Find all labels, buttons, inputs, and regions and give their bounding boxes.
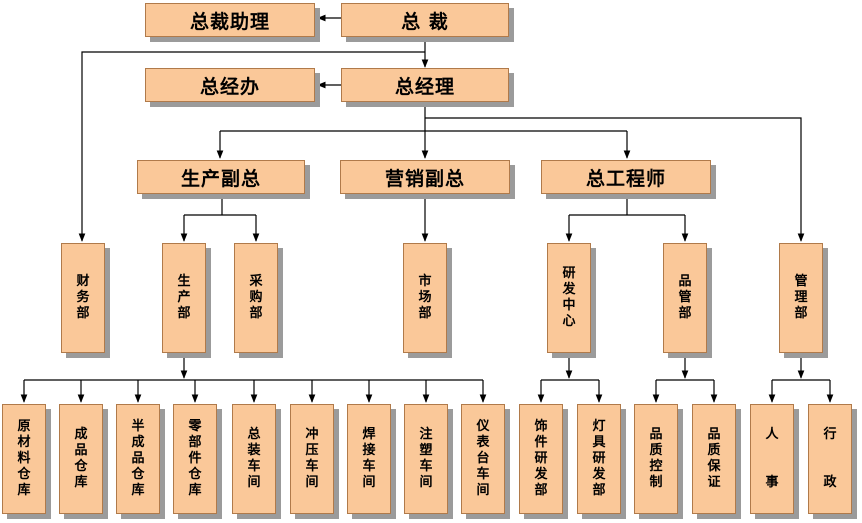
node-finance: 财务部 [61,243,105,353]
node-admin-mgmt: 管理部 [779,243,823,353]
node-label: 采购部 [249,274,263,321]
node-stamping-ws: 冲压车间 [290,404,334,514]
node-sales-vp: 营销副总 [340,160,510,194]
node-label: 人 事 [765,427,779,490]
node-gm: 总经理 [341,68,509,102]
node-dashboard-ws: 仪表台车间 [461,404,505,514]
node-administration: 行 政 [808,404,852,514]
node-lamp-rd: 灯具研发部 [577,404,621,514]
node-molding-ws: 注塑车间 [404,404,448,514]
node-gm-office: 总经办 [145,68,315,102]
node-label: 成品仓库 [74,427,88,490]
node-purchasing: 采购部 [234,243,278,353]
node-chief-engineer: 总工程师 [541,160,711,194]
node-parts-wh: 零部件仓库 [173,404,217,514]
node-quality: 品管部 [663,243,707,353]
node-assembly-ws: 总装车间 [232,404,276,514]
node-label: 焊接车间 [362,427,376,490]
node-label: 灯具研发部 [592,419,606,498]
node-label: 行 政 [823,427,837,490]
node-quality-control: 品质控制 [634,404,678,514]
node-label: 饰件研发部 [534,419,548,498]
node-label: 研发中心 [562,266,576,329]
node-label: 半成品仓库 [131,419,145,498]
node-label: 财务部 [76,274,90,321]
connector [425,117,805,242]
node-label: 品质保证 [707,427,721,490]
node-quality-assurance: 品质保证 [692,404,736,514]
node-production: 生产部 [162,243,206,353]
node-market: 市场部 [403,243,447,353]
node-ceo-assistant: 总裁助理 [145,3,315,37]
node-welding-ws: 焊接车间 [347,404,391,514]
node-label: 总装车间 [247,427,261,490]
node-label: 品管部 [678,274,692,321]
node-hr: 人 事 [750,404,794,514]
node-label: 冲压车间 [305,427,319,490]
node-label: 市场部 [418,274,432,321]
node-semi-finished-wh: 半成品仓库 [116,404,160,514]
node-label: 生产部 [177,274,191,321]
node-label: 仪表台车间 [476,419,490,498]
node-finished-wh: 成品仓库 [59,404,103,514]
node-prod-vp: 生产副总 [137,160,305,194]
node-rd-center: 研发中心 [547,243,591,353]
node-trim-rd: 饰件研发部 [519,404,563,514]
node-label: 管理部 [794,274,808,321]
node-raw-material-wh: 原材料仓库 [2,404,46,514]
node-label: 品质控制 [649,427,663,490]
node-label: 注塑车间 [419,427,433,490]
node-ceo: 总 裁 [341,3,509,37]
node-label: 原材料仓库 [17,419,31,498]
connector [78,51,425,242]
node-label: 零部件仓库 [188,419,202,498]
